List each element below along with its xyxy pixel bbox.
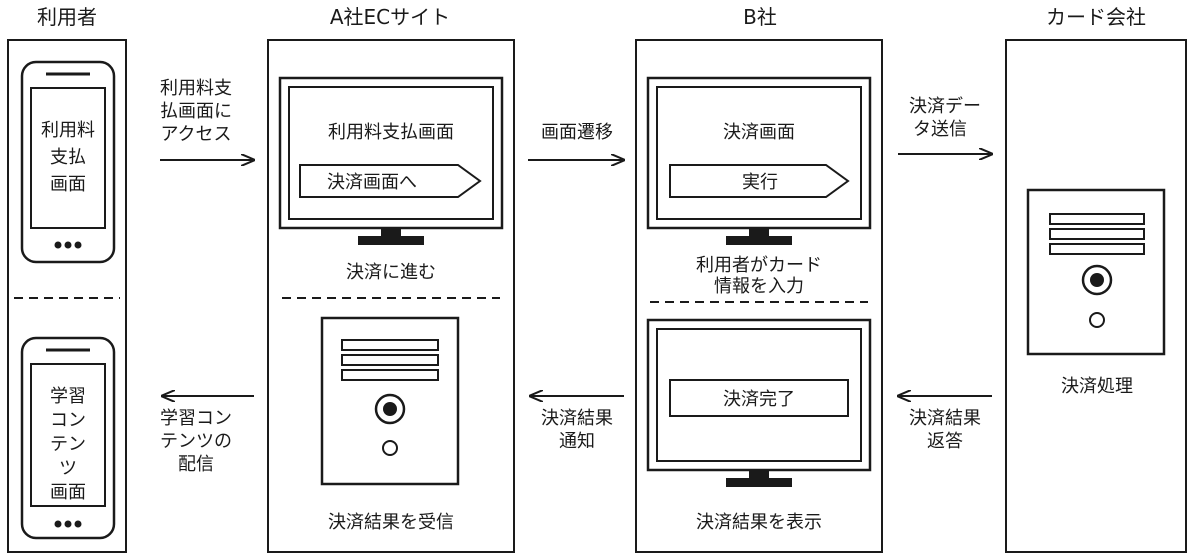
arrow-deliver-label-2: テンツの: [160, 431, 232, 452]
card-caption: 決済処理: [1061, 376, 1133, 397]
arrow-reply-label-1: 決済結果: [909, 408, 981, 429]
card-column-frame: [1005, 39, 1187, 553]
b-top-caption-line-1: 利用者がカード: [696, 255, 822, 276]
column-title-ec: A社ECサイト: [330, 5, 450, 29]
arrow-reply-label-2: 返答: [927, 431, 963, 452]
ec-top-caption: 決済に進む: [346, 262, 436, 283]
ec-server: [320, 316, 460, 486]
ec-monitor-title: 利用料支払画面: [328, 122, 454, 143]
b-execute-button-label: 実行: [742, 172, 778, 193]
user-phone-bottom: 学習 コン テン ツ 画面: [20, 336, 116, 540]
arrow-notify-label-2: 通知: [559, 431, 595, 452]
b-result-box: [669, 379, 849, 417]
phone-top-line-3: 画面: [50, 174, 86, 195]
phone-bottom-line-2: コン: [50, 410, 86, 431]
user-phone-top: 利用料 支払 画面: [20, 60, 116, 264]
arrow-send-label-1: 決済デー: [909, 96, 981, 117]
b-monitor-bottom: 決済完了: [646, 318, 872, 487]
column-title-card: カード会社: [1046, 5, 1146, 29]
phone-bottom-line-5: 画面: [50, 482, 86, 503]
arrow-deliver-label-1: 学習コン: [160, 408, 232, 429]
arrow-access-label-2: 払画面に: [160, 101, 232, 122]
arrow-send-label-2: タ送信: [913, 119, 967, 140]
column-title-b: B社: [743, 5, 777, 29]
arrow-deliver-label-3: 配信: [178, 454, 214, 475]
phone-bottom-line-3: テン: [50, 434, 86, 455]
arrow-access-label-3: アクセス: [160, 124, 231, 145]
b-execute-button-shape: [669, 164, 850, 198]
b-bottom-caption: 決済結果を表示: [696, 512, 822, 533]
ec-next-button-shape: [299, 164, 482, 198]
ec-column-frame: [267, 39, 515, 553]
user-column-frame: [7, 39, 127, 553]
ec-bottom-caption: 決済結果を受信: [328, 512, 454, 533]
b-top-caption-line-2: 情報を入力: [714, 276, 804, 297]
ec-next-button-label: 決済画面へ: [327, 172, 417, 193]
b-monitor-title: 決済画面: [723, 122, 795, 143]
b-result-label: 決済完了: [723, 389, 795, 410]
arrow-transition-label: 画面遷移: [541, 122, 613, 143]
phone-top-line-2: 支払: [50, 147, 86, 168]
arrow-access-label-1: 利用料支: [160, 78, 232, 99]
arrow-notify-label-1: 決済結果: [541, 408, 613, 429]
ec-monitor: 利用料支払画面 決済画面へ: [278, 76, 504, 245]
phone-top-line-1: 利用料: [41, 120, 95, 141]
b-column-frame: [635, 39, 883, 553]
b-monitor-top: 決済画面 実行: [646, 76, 872, 245]
phone-bottom-line-1: 学習: [50, 386, 86, 407]
column-title-user: 利用者: [37, 5, 97, 29]
card-server: [1026, 188, 1166, 356]
phone-bottom-line-4: ツ: [59, 458, 77, 479]
